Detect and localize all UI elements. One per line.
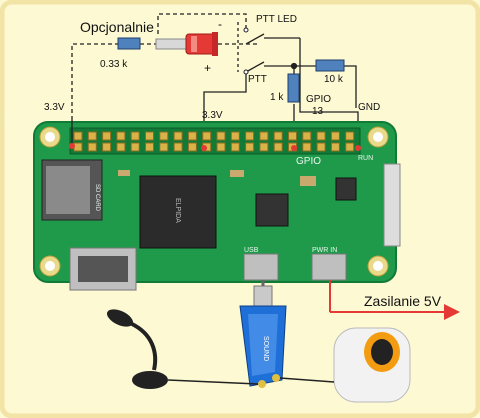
gpio-pin	[73, 131, 83, 141]
label-r-pull: 10 k	[324, 74, 344, 85]
gpio-pin	[159, 131, 169, 141]
gpio-pin	[345, 131, 355, 141]
label-ptt: PTT	[248, 74, 267, 85]
gpio-pin	[102, 131, 112, 141]
gpio-pin	[216, 142, 226, 152]
gpio-pin	[345, 142, 355, 152]
pwr-label: PWR IN	[312, 247, 337, 254]
wire-led-switch	[157, 13, 247, 34]
power-arrow	[329, 280, 460, 320]
label-3v3-left: 3.3V	[44, 102, 65, 113]
gpio-pin	[73, 142, 83, 152]
sd-label: SD CARD	[94, 184, 100, 212]
gpio-pin	[116, 131, 126, 141]
gpio-pin	[173, 142, 183, 152]
gpio-pin	[245, 131, 255, 141]
gpio-pin	[259, 142, 269, 152]
gpio-pin	[273, 142, 283, 152]
gpio-pin	[145, 142, 154, 152]
label-r-led: 0.33 k	[100, 59, 128, 70]
gpio-pin	[273, 131, 283, 141]
gpio-pin	[330, 131, 340, 141]
speaker	[279, 327, 411, 403]
chip-label: ELPIDA	[174, 198, 181, 223]
gpio-pin	[302, 131, 312, 141]
gpio-pin	[230, 142, 240, 152]
gpio-pin	[202, 131, 212, 141]
label-gnd: GND	[358, 102, 380, 113]
gpio-pin	[87, 142, 97, 152]
board-run-label: RUN	[358, 155, 373, 162]
gpio-pin	[216, 131, 226, 141]
camera-connector	[383, 163, 401, 247]
gpio-pin	[145, 131, 154, 141]
usb-port	[243, 253, 279, 281]
usb-plug	[253, 280, 273, 307]
usb-sound-card: SOUND	[239, 305, 287, 388]
gpio-pin	[316, 142, 326, 152]
label-gpio: GPIO	[306, 94, 331, 105]
gpio-pin	[259, 131, 269, 141]
usb-label: USB	[244, 247, 259, 254]
gpio-pin	[102, 142, 112, 152]
gpio-pin	[173, 131, 183, 141]
gpio-pin	[230, 131, 240, 141]
gpio-pin	[302, 142, 312, 152]
label-plus: +	[204, 61, 211, 75]
label-3v3-mid: 3.3V	[202, 110, 223, 121]
wire-3v3-mid	[203, 72, 247, 148]
label-minus: -	[218, 17, 222, 31]
label-power: Zasilanie 5V	[364, 293, 442, 309]
switch-ptt-led	[245, 33, 265, 45]
pi-zero-board: GPIO RUN SD CARD ELPIDA USB PWR IN	[33, 121, 401, 291]
gpio-pin	[245, 142, 255, 152]
resistor-10k	[315, 59, 345, 72]
label-optional: Opcjonalnie	[80, 19, 154, 35]
board-gpio-label: GPIO	[296, 156, 321, 167]
gpio-pin	[159, 142, 169, 152]
gpio-pin	[87, 131, 97, 141]
power-port	[311, 253, 347, 281]
gpio-pin	[130, 142, 140, 152]
resistor-1k	[287, 73, 300, 103]
gpio-pin	[187, 142, 197, 152]
label-gpio-num: 13	[312, 106, 324, 117]
wire-3v3-led	[71, 43, 118, 120]
switch-ptt	[245, 61, 265, 73]
resistor-033k	[117, 37, 141, 50]
gpio-pin	[116, 142, 126, 152]
gpio-pin	[187, 131, 197, 141]
gpio-pin	[130, 131, 140, 141]
label-r-base: 1 k	[270, 92, 284, 103]
microphone	[106, 309, 259, 389]
gpio-pin	[288, 131, 297, 141]
label-ptt-led: PTT LED	[256, 14, 297, 25]
soc-chip	[139, 175, 217, 249]
gpio-pin	[330, 142, 340, 152]
led	[155, 32, 218, 56]
gpio-pin	[316, 131, 326, 141]
dongle-label: SOUND	[262, 336, 269, 361]
